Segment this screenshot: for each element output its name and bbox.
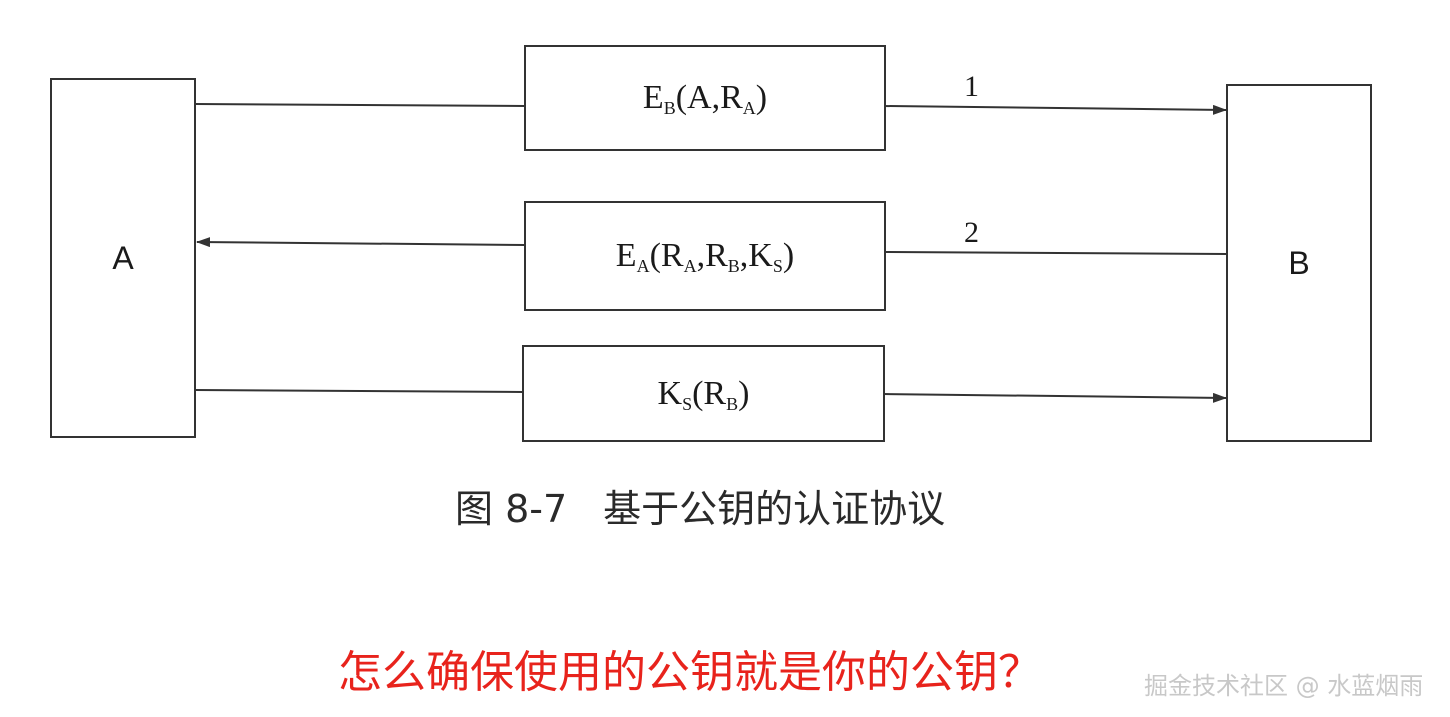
figure-caption: 图 8-7 基于公钥的认证协议 — [455, 478, 945, 533]
message-text-part: ) — [782, 237, 795, 274]
message-1-text: EB(A,RA) — [643, 79, 767, 117]
message-3-text: KS(RB) — [658, 375, 750, 413]
figure-title: 基于公钥的认证协议 — [603, 487, 946, 531]
message-subscript: B — [726, 393, 739, 414]
message-1-box: EB(A,RA) — [524, 45, 886, 151]
message-text-part: E — [642, 79, 664, 116]
party-a-label: A — [112, 239, 134, 276]
message-subscript: A — [683, 256, 697, 276]
message-2-text: EA(RA,RB,KS) — [616, 237, 794, 275]
message-text-part: E — [615, 237, 637, 274]
message-text-part: (A,R — [675, 79, 743, 116]
message-subscript: S — [682, 393, 693, 414]
msg2-line-right — [883, 251, 1228, 255]
message-text-part: ,K — [739, 237, 773, 274]
message-subscript: B — [727, 256, 740, 276]
message-text-part: ) — [738, 374, 750, 412]
watermark-text: 掘金技术社区 @ 水蓝烟雨 — [1144, 672, 1424, 700]
message-subscript: B — [663, 98, 676, 118]
msg1-line-left — [194, 103, 526, 107]
party-b-label: B — [1288, 244, 1310, 281]
message-subscript: A — [742, 98, 756, 118]
msg2-arrow-left — [196, 237, 526, 248]
msg3-line-left — [194, 389, 524, 393]
message-text-part: K — [657, 374, 683, 412]
msg3-arrow-right — [882, 392, 1227, 403]
message-3-box: KS(RB) — [522, 345, 885, 442]
figure-number: 图 8-7 — [455, 487, 568, 531]
message-text-part: (R — [649, 237, 684, 274]
message-subscript: A — [636, 256, 650, 276]
message-text-part: ,R — [696, 237, 728, 274]
message-2-box: EA(RA,RB,KS) — [524, 201, 886, 311]
party-a-box: A — [50, 78, 196, 438]
message-text-part: ) — [755, 79, 768, 116]
step-number-2: 2 — [964, 216, 979, 249]
step-number-1: 1 — [964, 70, 979, 103]
question-text: 怎么确保使用的公钥就是你的公钥？ — [338, 647, 1042, 698]
message-subscript: S — [772, 256, 783, 276]
party-b-box: B — [1226, 84, 1372, 442]
msg1-arrow-right — [883, 104, 1227, 115]
message-text-part: (R — [692, 374, 727, 412]
